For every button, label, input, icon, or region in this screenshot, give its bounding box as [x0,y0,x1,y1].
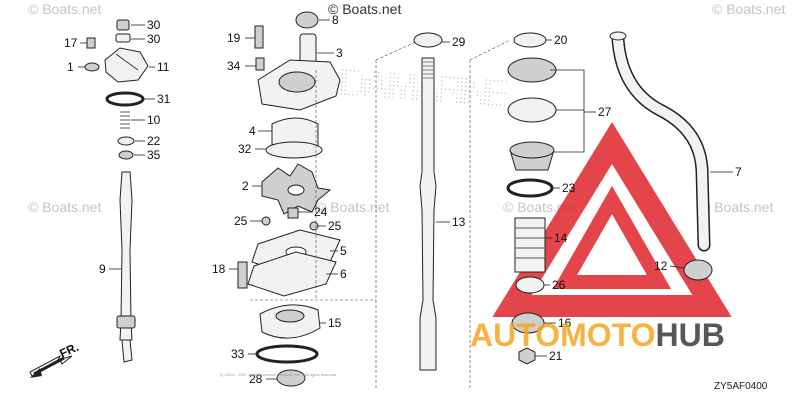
diagram-code: ZY5AF0400 [714,381,768,392]
callout-2: 2 [242,179,249,193]
part-13-shaft [419,57,437,371]
callout-30a: 30 [147,18,161,32]
callout-18: 18 [212,262,226,276]
callout-5: 5 [340,244,347,258]
watermark-top-left: © Boats.net [28,1,101,17]
part-12-grommet [683,259,713,281]
part-27-gear-top [509,141,555,159]
callout-29: 29 [452,35,466,49]
part-9-collar [116,315,136,329]
part-14-boot [514,217,546,273]
part-32-gasket [265,141,323,159]
watermark-top-right: © Boats.net [712,1,785,17]
leader-lines [78,19,733,380]
part-1-washer [84,62,100,72]
brand-part-hub: HUB [655,317,724,353]
part-26-bearing [515,276,545,294]
callout-27: 27 [598,105,612,119]
copyright-top: © Boats.net [328,1,401,17]
callouts: 30 30 17 1 11 31 10 22 35 9 19 34 8 3 4 … [64,13,742,386]
part-8-grommet [295,11,319,29]
callout-24: 24 [314,205,328,219]
part-9-end [121,339,133,363]
callout-25b: 25 [328,219,342,233]
part-19-bolt [254,25,264,49]
part-pump-housing-center [278,71,316,93]
callout-10: 10 [147,113,161,127]
callout-26: 26 [552,278,566,292]
part-21-nut [518,347,536,365]
part-34-pin [255,57,265,71]
part-25-pin-a [261,216,271,226]
part-group-left [84,19,149,363]
callout-20: 20 [554,33,568,47]
front-label: FR. [57,340,80,361]
part-25-pin-b [309,221,319,231]
front-arrow: FR. [29,340,81,378]
part-group-pump [237,11,341,387]
part-17-screw [86,37,96,49]
part-30-cap [116,19,130,31]
fine-print: (c) 2004 - 2017 by ARI Network Services,… [220,372,336,377]
callout-34: 34 [227,59,241,73]
callout-21: 21 [549,349,563,363]
callout-15: 15 [328,316,342,330]
part-9-shaft [119,171,133,341]
part-28-seal [276,369,306,387]
part-30-washer [115,33,131,43]
part-27-bearing-mid [507,97,557,123]
part-24-key [287,207,299,219]
part-10-spring [120,111,130,129]
callout-8: 8 [332,13,339,27]
callout-23: 23 [562,181,576,195]
part-15-case-top [275,309,305,323]
part-22-washer [117,136,135,146]
callout-11: 11 [157,60,170,74]
callout-6: 6 [340,267,347,281]
dashed-guides [250,39,511,390]
callout-19: 19 [227,31,241,45]
callout-1: 1 [67,60,74,74]
part-11-housing [104,47,149,83]
part-7-tube-end [609,31,627,41]
callout-3: 3 [336,46,343,60]
watermark-mid-center-left: © Boats.net [316,199,389,215]
autmotohub-triangle-logo [492,121,732,317]
callout-16: 16 [558,316,572,330]
autmotohub-wordmark: AUTOMOTOHUB [470,317,725,353]
callout-7: 7 [735,165,742,179]
callout-35: 35 [147,148,161,162]
callout-25a: 25 [234,214,248,228]
part-20-washer [513,32,547,48]
brand-part-moto: MOTO [560,317,655,353]
part-29-seal [413,32,443,48]
part-31-oring [105,91,145,107]
part-18-bolt [237,261,248,289]
callout-30b: 30 [147,32,161,46]
watermark-mid-right: © Boats.net [700,199,773,215]
callout-9: 9 [99,262,106,276]
callout-28: 28 [249,372,263,386]
callout-13: 13 [452,215,466,229]
callout-17: 17 [64,36,78,50]
part-27-bearing-top [507,57,557,83]
callout-12: 12 [654,259,668,273]
callout-22: 22 [147,134,161,148]
watermark-mid-left: © Boats.net [28,199,101,215]
callout-14: 14 [554,231,568,245]
part-23-ring [506,178,554,198]
part-group-center-shaft [413,32,443,371]
part-group-tube [609,31,713,281]
callout-31: 31 [157,92,171,106]
part-35-clip [118,150,134,160]
brand-part-auto: AUTO [470,317,560,353]
callout-4: 4 [249,124,256,138]
svg-text:AUTOMOTOHUB: AUTOMOTOHUB [470,317,725,353]
callout-32: 32 [238,142,252,156]
part-33-oring [255,344,319,364]
part-6-gasket [247,251,337,297]
callout-33: 33 [231,347,245,361]
